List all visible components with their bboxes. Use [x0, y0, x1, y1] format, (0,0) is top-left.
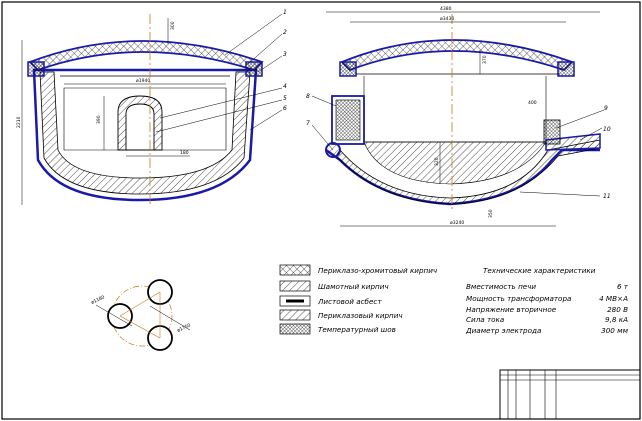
spec-row: Мощность трансформатора 4 МВ×А	[466, 294, 628, 303]
side-roof-ring-right	[557, 61, 575, 77]
callout-4: 4	[283, 83, 287, 90]
callout-9: 9	[604, 105, 608, 112]
spec-label: Напряжение вторичное	[466, 305, 557, 314]
spec-value: 300 мм	[601, 326, 628, 335]
side-roof	[340, 39, 574, 72]
callout-10: 10	[603, 126, 611, 133]
front-callouts: 1 2 3 4 5 6	[155, 9, 287, 133]
legend-item-rammed: Температурный шов	[279, 323, 396, 335]
front-roof-ring-left	[27, 61, 45, 77]
front-dim-door-w: 180	[180, 150, 189, 156]
spec-row: Сила тока 9,8 кА	[466, 315, 628, 324]
side-door-panel	[335, 99, 361, 141]
front-roof	[28, 40, 264, 72]
side-door-frame	[331, 95, 365, 145]
side-dim-door: 400	[528, 100, 537, 106]
front-dim-bath: ø1940	[136, 78, 150, 84]
specs: Технические характеристики Вместимость п…	[465, 266, 629, 335]
front-bath	[63, 87, 227, 151]
legend-label: Листовой асбест	[317, 297, 382, 306]
side-view: 4380 ø3430 370 400 320 350 ø3240 7 8 9 1…	[306, 6, 611, 227]
spec-row: Вместимость печи 6 т	[466, 282, 629, 291]
callout-6: 6	[283, 105, 287, 112]
spec-value: 4 МВ×А	[599, 294, 628, 303]
callout-5: 5	[283, 95, 287, 102]
callout-2: 2	[283, 29, 287, 36]
spec-label: Вместимость печи	[466, 282, 536, 291]
front-door-inner	[125, 103, 155, 151]
title-block	[499, 369, 641, 420]
front-roof-ring-right	[245, 61, 263, 77]
side-dim-bottom: 350	[488, 209, 494, 218]
spec-value: 9,8 кА	[605, 315, 628, 324]
front-shell	[32, 68, 258, 202]
spec-row: Диаметр электрода 300 мм	[465, 326, 629, 335]
legend-label: Температурный шов	[318, 325, 396, 334]
side-dim-roof: ø3430	[440, 16, 454, 22]
spec-value: 6 т	[617, 282, 629, 291]
side-tap-spout	[545, 133, 601, 151]
specs-title: Технические характеристики	[483, 266, 596, 275]
electrode-layout: ø1180 ø1750	[90, 279, 192, 351]
legend-label: Периклазо-хромитовый кирпич	[318, 266, 437, 275]
spec-value: 280 В	[607, 305, 628, 314]
callout-1: 1	[283, 9, 287, 16]
front-lining	[39, 71, 251, 195]
legend-item-asbestos: Листовой асбест	[279, 295, 382, 307]
electrode-pitch-circle	[111, 285, 173, 347]
spec-label: Сила тока	[466, 315, 504, 324]
front-dim-height: 2210	[16, 116, 22, 128]
callout-3: 3	[283, 51, 287, 58]
legend-label: Периклазовый кирпич	[318, 311, 403, 320]
front-dim-roof: 300	[170, 21, 176, 30]
side-callouts: 7 8 9 10 11	[306, 93, 611, 200]
side-dim-bottom-d: ø3240	[450, 220, 464, 226]
legend-item-chamotte: Шамотный кирпич	[279, 280, 389, 292]
legend-item-periclase-chrome: Периклазо-хромитовый кирпич	[279, 264, 437, 276]
legend: Периклазо-хромитовый кирпич Шамотный кир…	[279, 264, 437, 335]
electrode-d2: ø1750	[176, 322, 192, 333]
callout-8: 8	[306, 93, 310, 100]
electrode-d1: ø1180	[90, 294, 106, 305]
front-dim-door-h: 390	[96, 115, 102, 124]
side-dim-wall: 370	[482, 55, 488, 64]
side-hearth	[363, 141, 547, 185]
spec-label: Мощность трансформатора	[466, 294, 571, 303]
side-dim-overall: 4380	[440, 6, 452, 12]
callout-7: 7	[306, 120, 310, 127]
front-view: 2210 300 ø1940 390 180 1 2 3 4 5 6	[16, 9, 287, 205]
legend-label: Шамотный кирпич	[318, 282, 389, 291]
spec-label: Диаметр электрода	[465, 326, 541, 335]
callout-11: 11	[603, 193, 611, 200]
legend-item-periclase: Периклазовый кирпич	[279, 309, 403, 321]
side-roof-ring-left	[339, 61, 357, 77]
spec-row: Напряжение вторичное 280 В	[466, 305, 628, 314]
side-taphole-block	[543, 119, 561, 145]
side-dim-depth: 320	[434, 157, 440, 166]
